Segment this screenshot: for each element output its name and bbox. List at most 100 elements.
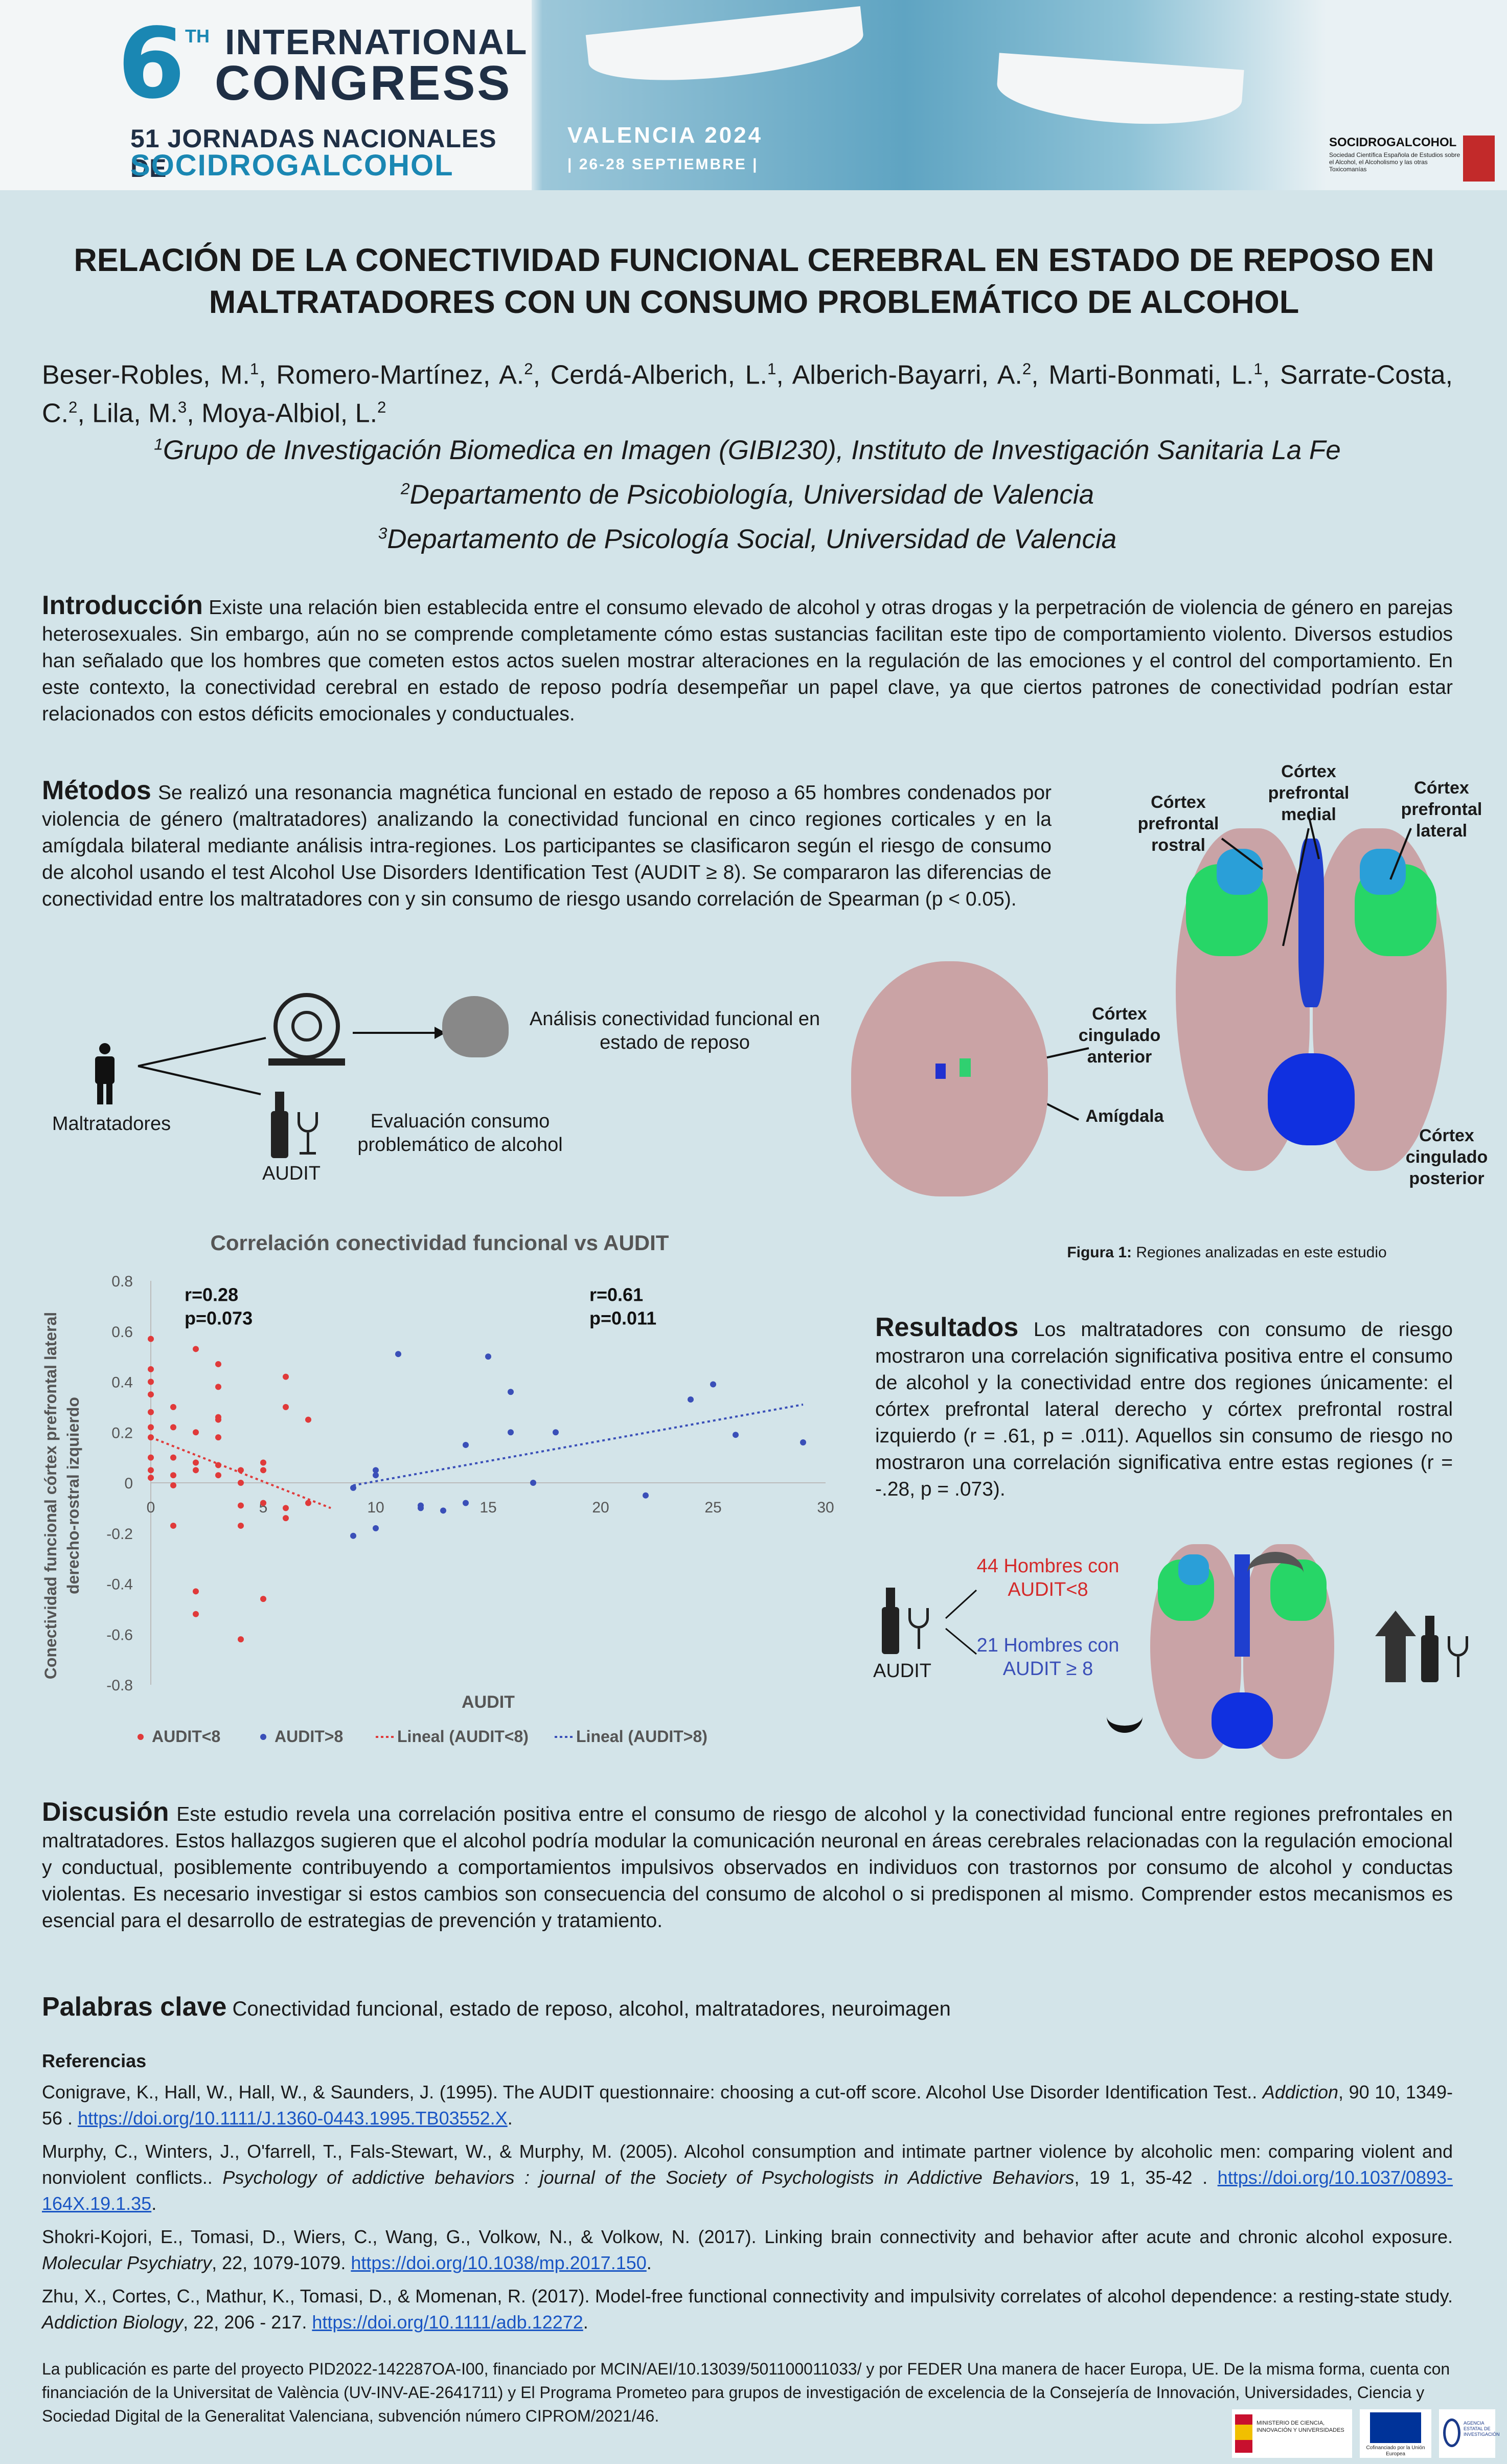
data-point [215, 1434, 221, 1441]
reference-doi-link[interactable]: https://doi.org/10.1111/adb.12272 [312, 2312, 583, 2333]
data-point [553, 1429, 559, 1436]
author: , Romero-Martínez, A. [259, 360, 524, 390]
data-point [148, 1366, 154, 1372]
y-tick-label: 0 [124, 1475, 133, 1492]
region-rostral [1178, 1554, 1209, 1585]
trendline [353, 1403, 804, 1486]
y-tick-label: 0.6 [111, 1324, 133, 1341]
ministry-name: MINISTERIO DE CIENCIA, INNOVACIÓN Y UNIV… [1257, 2420, 1344, 2433]
reference-text: Zhu, X., Cortes, C., Mathur, K., Tomasi,… [42, 2286, 1453, 2307]
figure-caption-text: Regiones analizadas en este estudio [1132, 1244, 1387, 1261]
authors: Beser-Robles, M.1, Romero-Martínez, A.2,… [42, 353, 1453, 430]
section-text: Conectividad funcional, estado de reposo… [226, 1998, 951, 2020]
header-banner: 6 TH INTERNATIONAL CONGRESS 51 JORNADAS … [0, 0, 1507, 190]
reference-journal: Addiction Biology [42, 2312, 184, 2333]
data-point [260, 1500, 266, 1506]
up-arrow-icon [1375, 1611, 1416, 1682]
reference-item: Zhu, X., Cortes, C., Mathur, K., Tomasi,… [42, 2283, 1453, 2335]
data-point [148, 1467, 154, 1474]
references-section: Referencias Conigrave, K., Hall, W., Hal… [42, 2050, 1453, 2335]
data-point [215, 1384, 221, 1390]
data-point [350, 1484, 356, 1491]
section-heading: Métodos [42, 776, 151, 805]
connection-arrow-icon [1247, 1552, 1304, 1594]
data-point [305, 1500, 311, 1506]
reference-item: Murphy, C., Winters, J., O'farrell, T., … [42, 2138, 1453, 2217]
group-high-audit: 21 Hombres con AUDIT ≥ 8 [976, 1635, 1120, 1680]
affiliation: 1Grupo de Investigación Biomedica en Ima… [42, 435, 1453, 466]
author-affiliation: 2 [68, 398, 78, 417]
region-posterior-cingulate [1268, 1053, 1355, 1145]
title-line: RELACIÓN DE LA CONECTIVIDAD FUNCIONAL CE… [74, 242, 1434, 278]
data-point [350, 1532, 356, 1539]
data-point [283, 1404, 289, 1410]
reference-doi-link[interactable]: https://doi.org/10.1111/J.1360-0443.1995… [78, 2108, 508, 2129]
data-point [170, 1522, 176, 1529]
reference-text: . [507, 2108, 513, 2129]
alcohol-icon [1421, 1616, 1472, 1682]
data-point [238, 1480, 244, 1486]
data-point [215, 1472, 221, 1479]
data-point [508, 1429, 514, 1436]
label-lateral: Córtex prefrontal lateral [1401, 778, 1482, 841]
reference-text: , 22, 1079-1079. [212, 2252, 351, 2273]
data-point [148, 1424, 154, 1431]
flow-analysis: Análisis conectividad funcional en estad… [529, 1008, 820, 1053]
section-text: Existe una relación bien establecida ent… [42, 597, 1453, 725]
data-point [440, 1507, 446, 1514]
reference-doi-link[interactable]: https://doi.org/10.1038/mp.2017.150 [351, 2252, 647, 2273]
region-medial [1298, 839, 1324, 1007]
p-value-annotation: p=0.073 [185, 1308, 253, 1329]
poster-title: RELACIÓN DE LA CONECTIVIDAD FUNCIONAL CE… [41, 239, 1467, 323]
mri-scanner-icon [268, 993, 345, 1075]
label-medial: Córtex prefrontal medial [1268, 762, 1350, 824]
eu-caption: Cofinanciado por la Unión Europea [1366, 2445, 1425, 2457]
p-value-annotation: p=0.011 [589, 1308, 656, 1329]
region-rostral [1217, 849, 1263, 895]
data-point [148, 1391, 154, 1398]
y-tick-label: 0.2 [111, 1425, 133, 1441]
reference-text: , 19 1, 35-42 . [1074, 2167, 1218, 2188]
region-anterior-cingulate [960, 1058, 971, 1077]
agency-name: AGENCIA ESTATAL DE INVESTIGACIÓN [1464, 2421, 1500, 2437]
x-tick-label: 30 [817, 1499, 834, 1516]
header-city: VALENCIA 2024 [567, 123, 763, 148]
data-point [463, 1500, 469, 1506]
scatter-chart: Correlación conectividad funcional vs AU… [41, 1231, 834, 1746]
introduction-section: Introducción Existe una relación bien es… [42, 592, 1453, 728]
affiliation-number: 1 [154, 435, 163, 454]
data-point [260, 1596, 266, 1602]
data-point [215, 1361, 221, 1367]
data-point [643, 1492, 649, 1499]
x-tick-label: 25 [704, 1499, 721, 1516]
author: , Lila, M. [77, 398, 178, 428]
legend-label: Lineal (AUDIT<8) [397, 1727, 529, 1746]
y-tick-label: -0.8 [106, 1677, 133, 1694]
author-affiliation: 1 [1253, 360, 1263, 378]
region-amygdala [935, 1064, 946, 1079]
y-tick-label: -0.2 [106, 1526, 133, 1543]
chart-title: Correlación conectividad funcional vs AU… [211, 1231, 669, 1255]
references-heading: Referencias [42, 2050, 147, 2071]
x-tick-label: 15 [480, 1499, 496, 1516]
correlation-annotation: r=0.28 [185, 1284, 238, 1305]
data-point [148, 1409, 154, 1415]
reference-doi-link[interactable]: https://doi.org/10.1037/0893-164X.19.1.3… [42, 2167, 1453, 2214]
affiliation-text: Departamento de Psicología Social, Unive… [387, 524, 1117, 554]
eu-logo: Cofinanciado por la Unión Europea [1360, 2409, 1431, 2458]
reference-text: , 22, 206 - 217. [183, 2312, 312, 2333]
label-anterior-cingulate: Córtex cingulado anterior [1078, 1004, 1161, 1067]
author: , Marti-Bonmati, L. [1031, 360, 1254, 390]
congress-logo: 6 TH INTERNATIONAL CONGRESS 51 JORNADAS … [0, 0, 532, 190]
reference-text: . [646, 2252, 652, 2273]
region-posterior-cingulate [1212, 1692, 1273, 1749]
logo-line4: SOCIDROGALCOHOL [130, 149, 454, 182]
data-point [148, 1336, 154, 1342]
author-affiliation: 1 [767, 360, 777, 378]
label-amygdala: Amígdala [1085, 1106, 1164, 1126]
data-point [148, 1475, 154, 1481]
reference-text: , 90 10, 1349-56 . [42, 2082, 1453, 2129]
y-tick-label: 0.4 [111, 1374, 133, 1391]
brain-top-view [1176, 828, 1447, 1171]
legend-marker [260, 1734, 266, 1740]
